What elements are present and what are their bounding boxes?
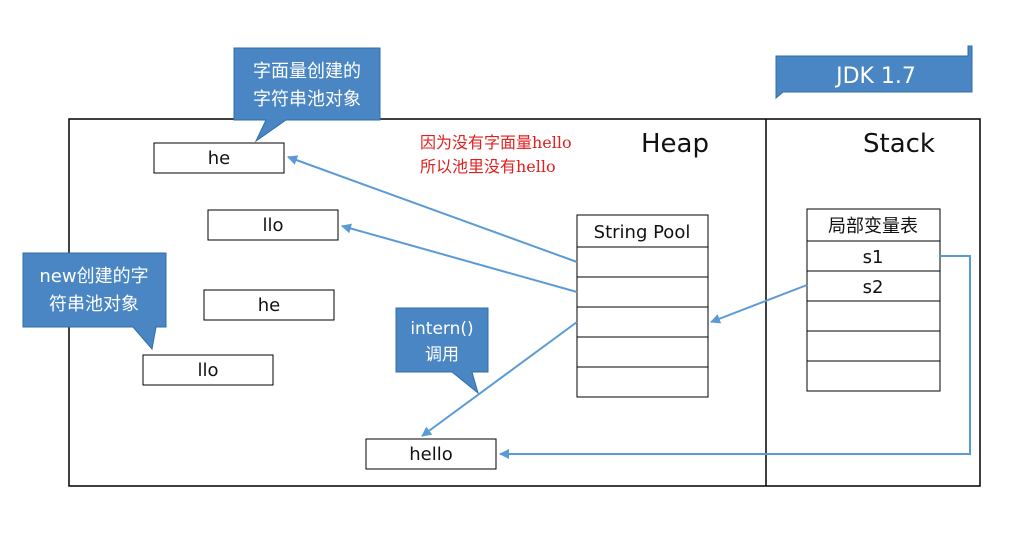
svg-text:he: he (208, 148, 230, 169)
callout-intern-line-2: 调用 (425, 345, 459, 365)
svg-text:llo: llo (197, 360, 218, 381)
heap-object-hello: hello (365, 438, 497, 470)
string-pool-slot (576, 276, 709, 308)
jdk-version-label: JDK 1.7 (834, 64, 916, 89)
banner-shape (775, 45, 973, 100)
arrow-s2-to-pool (710, 284, 808, 324)
callout-literal-line-1: 字面量创建的 (253, 61, 361, 82)
local-variable-row (806, 300, 941, 332)
heap-object-he-mid: he (203, 289, 335, 321)
callout-new-line-2: 符串池对象 (49, 294, 139, 315)
heap-object-llo-bottom: llo (142, 354, 274, 386)
local-variable-row (806, 360, 941, 392)
svg-text:he: he (258, 295, 280, 316)
svg-text:hello: hello (409, 444, 453, 465)
callout-shape (233, 47, 381, 143)
note-line-2: 所以池里没有hello (420, 157, 556, 176)
local-variable-header-cell (806, 208, 941, 242)
callout-literal-line-2: 字符串池对象 (253, 89, 361, 110)
heap-object-he-top: he (153, 142, 285, 174)
jdk-version-banner: JDK 1.7 (775, 45, 973, 100)
local-variable-row (806, 330, 941, 362)
callout-intern-line-1: intern() (410, 319, 473, 339)
callout-literal-pool-objects: 字面量创建的 字符串池对象 (233, 47, 381, 143)
local-variable-s1: s1 (863, 247, 884, 268)
stack-label: Stack (863, 129, 935, 159)
string-pool-table: String Pool (576, 214, 709, 398)
note-line-1: 因为没有字面量hello (420, 133, 572, 152)
string-pool-slot (576, 366, 709, 398)
local-variable-s2: s2 (863, 277, 884, 298)
local-variable-title: 局部变量表 (828, 216, 918, 237)
heap-object-llo-top: llo (207, 209, 339, 241)
string-pool-slot (576, 246, 709, 278)
string-pool-title: String Pool (594, 222, 691, 243)
callout-new-pool-objects: new创建的字 符串池对象 (22, 252, 167, 351)
arrow-pool-to-hello (421, 321, 578, 437)
callout-shape (22, 252, 167, 351)
string-pool-slot (576, 336, 709, 368)
callout-shape (395, 307, 489, 395)
callout-new-line-1: new创建的字 (39, 266, 148, 287)
string-pool-slot (576, 306, 709, 338)
arrow-s1-to-hello (499, 255, 971, 459)
reference-arrows (287, 155, 971, 459)
heap-label: Heap (641, 129, 709, 159)
arrow-pool-to-llo (341, 223, 578, 293)
local-variable-row (806, 270, 941, 302)
arrow-pool-to-he (287, 155, 578, 263)
svg-text:llo: llo (262, 215, 283, 236)
callout-intern-call: intern() 调用 (395, 307, 489, 395)
local-variable-table: 局部变量表 s1 s2 (806, 208, 941, 392)
